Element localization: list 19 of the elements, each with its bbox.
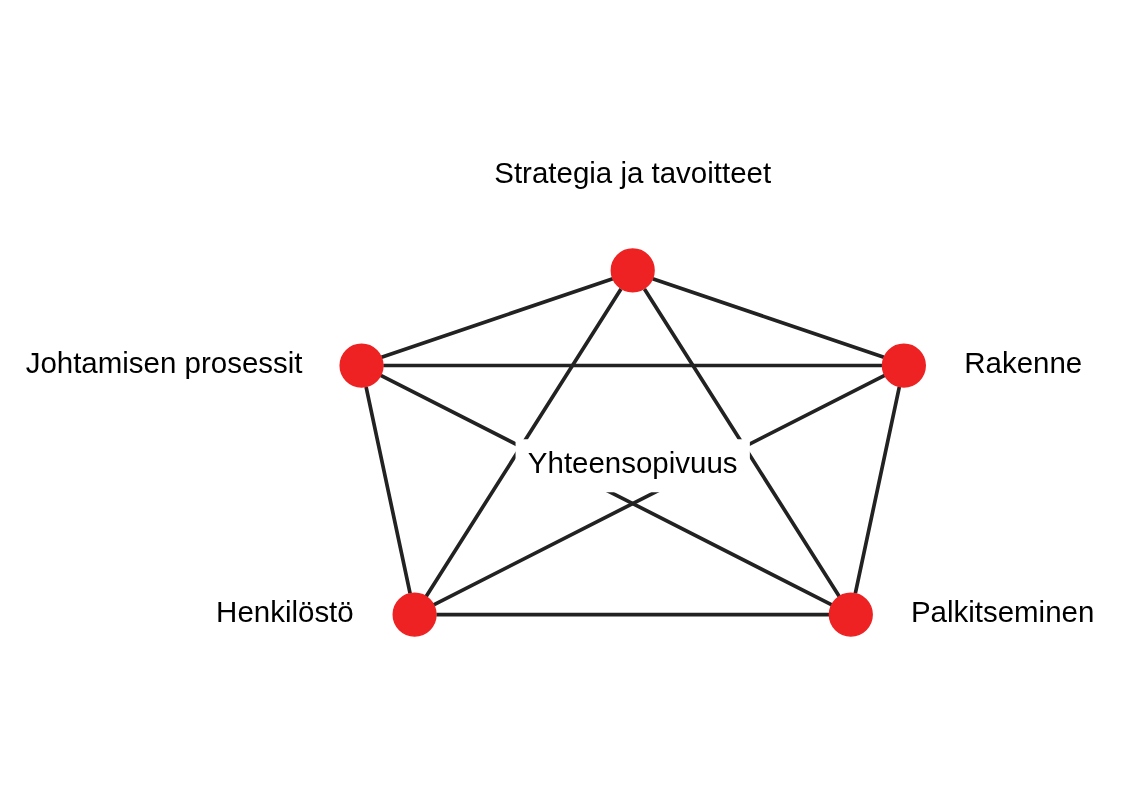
node-circle: [610, 247, 655, 293]
node-circle: [339, 342, 384, 388]
connector: [642, 287, 841, 597]
connector: [853, 385, 902, 594]
label: Yhteensopivuus: [527, 445, 738, 479]
connector: [380, 276, 614, 359]
connector: [436, 612, 830, 616]
node-label: Strategia ja tavoitteet: [494, 155, 772, 189]
node-label: Palkitseminen: [910, 594, 1095, 628]
connector: [364, 385, 412, 594]
node-label: Rakenne: [964, 345, 1083, 379]
node-label: Johtamisen prosessit: [25, 345, 303, 379]
node-circle: [828, 591, 873, 637]
connector: [652, 276, 885, 359]
node-circle: [881, 342, 926, 388]
connector: [383, 363, 882, 367]
node-label: Henkilöstö: [216, 594, 354, 628]
connector: [424, 287, 623, 597]
node-circle: [392, 591, 437, 637]
